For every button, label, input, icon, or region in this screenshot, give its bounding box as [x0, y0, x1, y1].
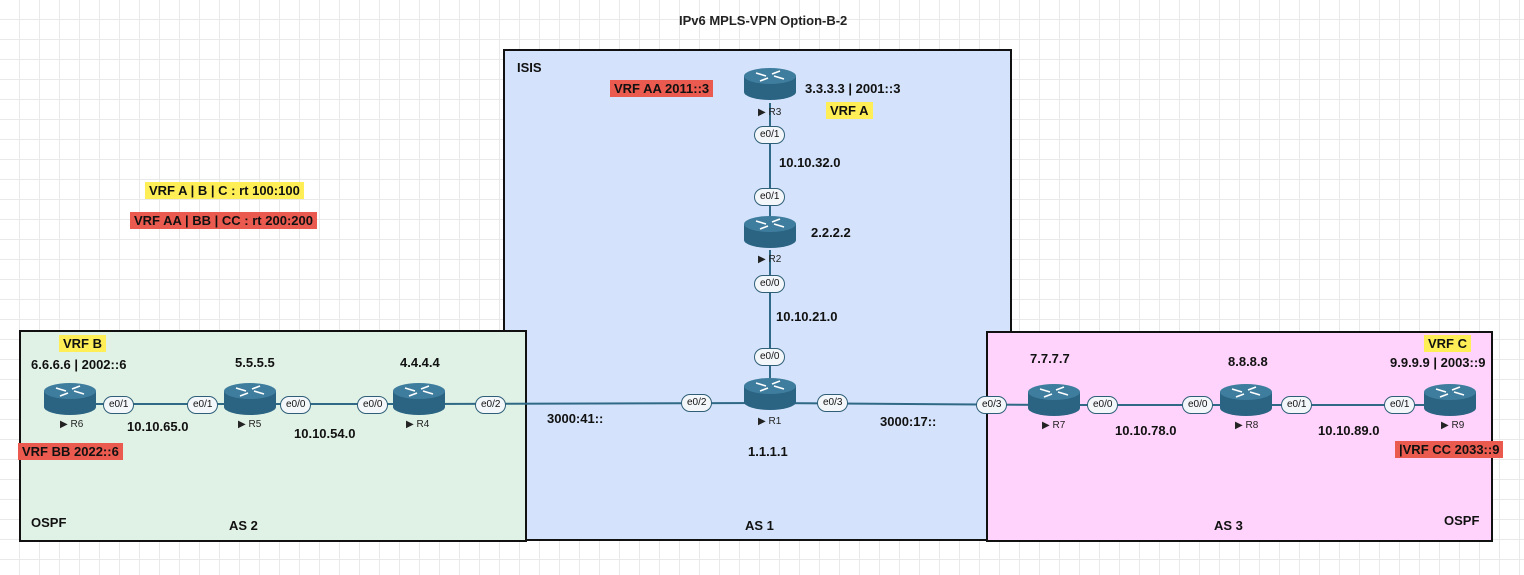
net-3000-17: 3000:17:: — [880, 414, 937, 429]
iface-r1-e00: e0/0 — [754, 348, 786, 366]
router-r3-icon[interactable] — [742, 66, 798, 102]
iface-r5-e00: e0/0 — [280, 396, 312, 414]
net-10-10-89-0: 10.10.89.0 — [1318, 423, 1380, 438]
link-r4-r1 — [419, 402, 769, 405]
legend-rt-100: VRF A | B | C : rt 100:100 — [145, 182, 304, 199]
iface-r9-e01: e0/1 — [1384, 396, 1416, 414]
net-10-10-78-0: 10.10.78.0 — [1115, 423, 1177, 438]
router-r5-icon[interactable] — [222, 381, 278, 417]
ospf-left-label: OSPF — [31, 515, 67, 530]
router-r2-icon[interactable] — [742, 214, 798, 250]
net-3000-41: 3000:41:: — [547, 411, 604, 426]
iface-r6-e01: e0/1 — [103, 396, 135, 414]
router-r8-name: ▶ R8 — [1235, 420, 1259, 431]
iface-r3-e01: e0/1 — [754, 126, 786, 144]
net-10-10-65-0: 10.10.65.0 — [127, 419, 189, 434]
iface-r7-e03: e0/3 — [976, 396, 1008, 414]
iface-r4-e02: e0/2 — [475, 396, 507, 414]
router-r1-icon[interactable] — [742, 376, 798, 412]
router-r1-name: ▶ R1 — [758, 416, 782, 427]
router-r9-icon[interactable] — [1422, 382, 1478, 418]
iface-r1-e03: e0/3 — [817, 394, 849, 412]
router-r5-name: ▶ R5 — [238, 419, 262, 430]
router-r2-id: 2.2.2.2 — [811, 225, 851, 240]
diagram-title: IPv6 MPLS-VPN Option-B-2 — [679, 13, 848, 28]
vrf-cc-label: |VRF CC 2033::9 — [1395, 441, 1504, 458]
link-r1-r7 — [769, 402, 1055, 406]
router-r7-id: 7.7.7.7 — [1030, 351, 1070, 366]
router-r6-icon[interactable] — [42, 381, 98, 417]
as1-label: AS 1 — [745, 518, 774, 533]
net-10-10-21-0: 10.10.21.0 — [776, 309, 838, 324]
net-10-10-54-0: 10.10.54.0 — [294, 426, 356, 441]
iface-r2-e01: e0/1 — [754, 188, 786, 206]
router-r1-id: 1.1.1.1 — [748, 444, 788, 459]
router-r4-id: 4.4.4.4 — [400, 355, 440, 370]
isis-label: ISIS — [517, 60, 542, 75]
router-r8-id: 8.8.8.8 — [1228, 354, 1268, 369]
as2-label: AS 2 — [229, 518, 258, 533]
net-10-10-32-0: 10.10.32.0 — [779, 155, 841, 170]
vrf-c-label: VRF C — [1424, 335, 1471, 352]
ospf-right-label: OSPF — [1444, 513, 1480, 528]
router-r7-name: ▶ R7 — [1042, 420, 1066, 431]
iface-r2-e00: e0/0 — [754, 275, 786, 293]
router-r4-icon[interactable] — [391, 381, 447, 417]
router-r8-icon[interactable] — [1218, 382, 1274, 418]
iface-r7-e00: e0/0 — [1087, 396, 1119, 414]
iface-r5-e01: e0/1 — [187, 396, 219, 414]
router-r4-name: ▶ R4 — [406, 419, 430, 430]
router-r6-id: 6.6.6.6 | 2002::6 — [31, 357, 127, 372]
as1-area — [503, 49, 1012, 541]
iface-r8-e01: e0/1 — [1281, 396, 1313, 414]
router-r2-name: ▶ R2 — [758, 254, 782, 265]
as2-area — [19, 330, 527, 542]
router-r3-name: ▶ R3 — [758, 107, 782, 118]
router-r9-name: ▶ R9 — [1441, 420, 1465, 431]
router-r5-id: 5.5.5.5 — [235, 355, 275, 370]
router-r6-name: ▶ R6 — [60, 419, 84, 430]
router-r3-id: 3.3.3.3 | 2001::3 — [805, 81, 901, 96]
vrf-bb-label: VRF BB 2022::6 — [18, 443, 123, 460]
router-r7-icon[interactable] — [1026, 382, 1082, 418]
vrf-b-label: VRF B — [59, 335, 106, 352]
legend-rt-200: VRF AA | BB | CC : rt 200:200 — [130, 212, 317, 229]
as3-area — [986, 331, 1493, 542]
iface-r4-e00: e0/0 — [357, 396, 389, 414]
vrf-a-label: VRF A — [826, 102, 873, 119]
iface-r8-e00: e0/0 — [1182, 396, 1214, 414]
iface-r1-e02: e0/2 — [681, 394, 713, 412]
router-r9-id: 9.9.9.9 | 2003::9 — [1390, 355, 1486, 370]
vrf-aa-label: VRF AA 2011::3 — [610, 80, 714, 97]
as3-label: AS 3 — [1214, 518, 1243, 533]
